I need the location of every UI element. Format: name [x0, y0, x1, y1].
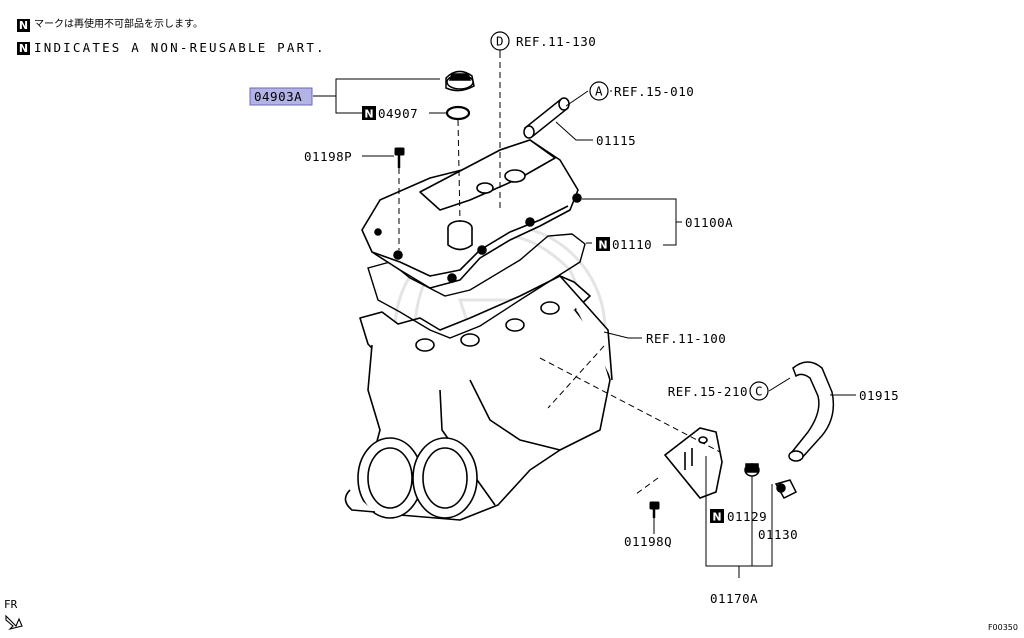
- figure-code: F00350: [987, 623, 1018, 632]
- part-label-01198Q[interactable]: 01198Q: [624, 534, 672, 549]
- part-label-01115[interactable]: 01115: [596, 133, 636, 148]
- rocker-cover-01100A[interactable]: [361, 139, 582, 289]
- assembly-guides: [398, 52, 721, 495]
- plate-01170A[interactable]: [663, 427, 723, 499]
- fitting-01130[interactable]: [774, 479, 798, 499]
- fitting-01129[interactable]: [744, 463, 760, 477]
- non-reusable-marks: [362, 106, 724, 523]
- bolt-01198P[interactable]: [394, 147, 405, 168]
- part-label-01110[interactable]: 01110: [612, 237, 652, 252]
- legend-line-en: N INDICATES A NON-REUSABLE PART.: [17, 40, 326, 57]
- legend-n-mark-jp: N: [17, 18, 30, 32]
- gasket-01110[interactable]: [367, 233, 586, 339]
- legend-line-jp: N マークは再使用不可部品を示します。: [17, 17, 203, 34]
- ref-circle-C: [749, 381, 769, 401]
- ref-15-210-label[interactable]: REF.15-210: [668, 384, 748, 399]
- ref-15-010-label[interactable]: REF.15-010: [614, 84, 694, 99]
- legend-text-en: INDICATES A NON-REUSABLE PART.: [34, 40, 326, 55]
- engine-block[interactable]: [344, 275, 613, 521]
- hose-01915[interactable]: [788, 361, 835, 462]
- oil-filler-cap[interactable]: [445, 70, 475, 92]
- n-mark-01110: N: [598, 239, 607, 252]
- ref-circle-D: [490, 31, 510, 51]
- legend-n-mark-en: N: [17, 41, 30, 55]
- ref-11-130-label[interactable]: REF.11-130: [516, 34, 596, 49]
- bolt-01198Q[interactable]: [649, 501, 660, 518]
- part-label-01198P[interactable]: 01198P: [304, 149, 352, 164]
- ref-11-100-label[interactable]: REF.11-100: [646, 331, 726, 346]
- n-mark-04907: N: [364, 108, 373, 121]
- ref-letter-D: D: [496, 34, 504, 49]
- highlight-04903A: [249, 87, 313, 106]
- part-label-04907[interactable]: 04907: [378, 106, 418, 121]
- front-label: FR: [4, 598, 18, 611]
- ref-letter-C: C: [755, 384, 763, 399]
- ref-letter-A: A: [595, 84, 603, 99]
- hose-01115[interactable]: [523, 97, 570, 139]
- ref-circle-A: [589, 81, 609, 101]
- part-label-01915[interactable]: 01915: [859, 388, 899, 403]
- part-label-01170A[interactable]: 01170A: [710, 591, 758, 606]
- n-mark-01129: N: [712, 511, 721, 524]
- part-label-01129[interactable]: 01129: [727, 509, 767, 524]
- front-direction-arrow: [5, 614, 23, 631]
- part-label-04903A[interactable]: 04903A: [254, 89, 302, 104]
- part-label-01100A[interactable]: 01100A: [685, 215, 733, 230]
- o-ring-04907[interactable]: [445, 105, 471, 121]
- part-label-01130[interactable]: 01130: [758, 527, 798, 542]
- legend-text-jp: マークは再使用不可部品を示します。: [34, 19, 203, 30]
